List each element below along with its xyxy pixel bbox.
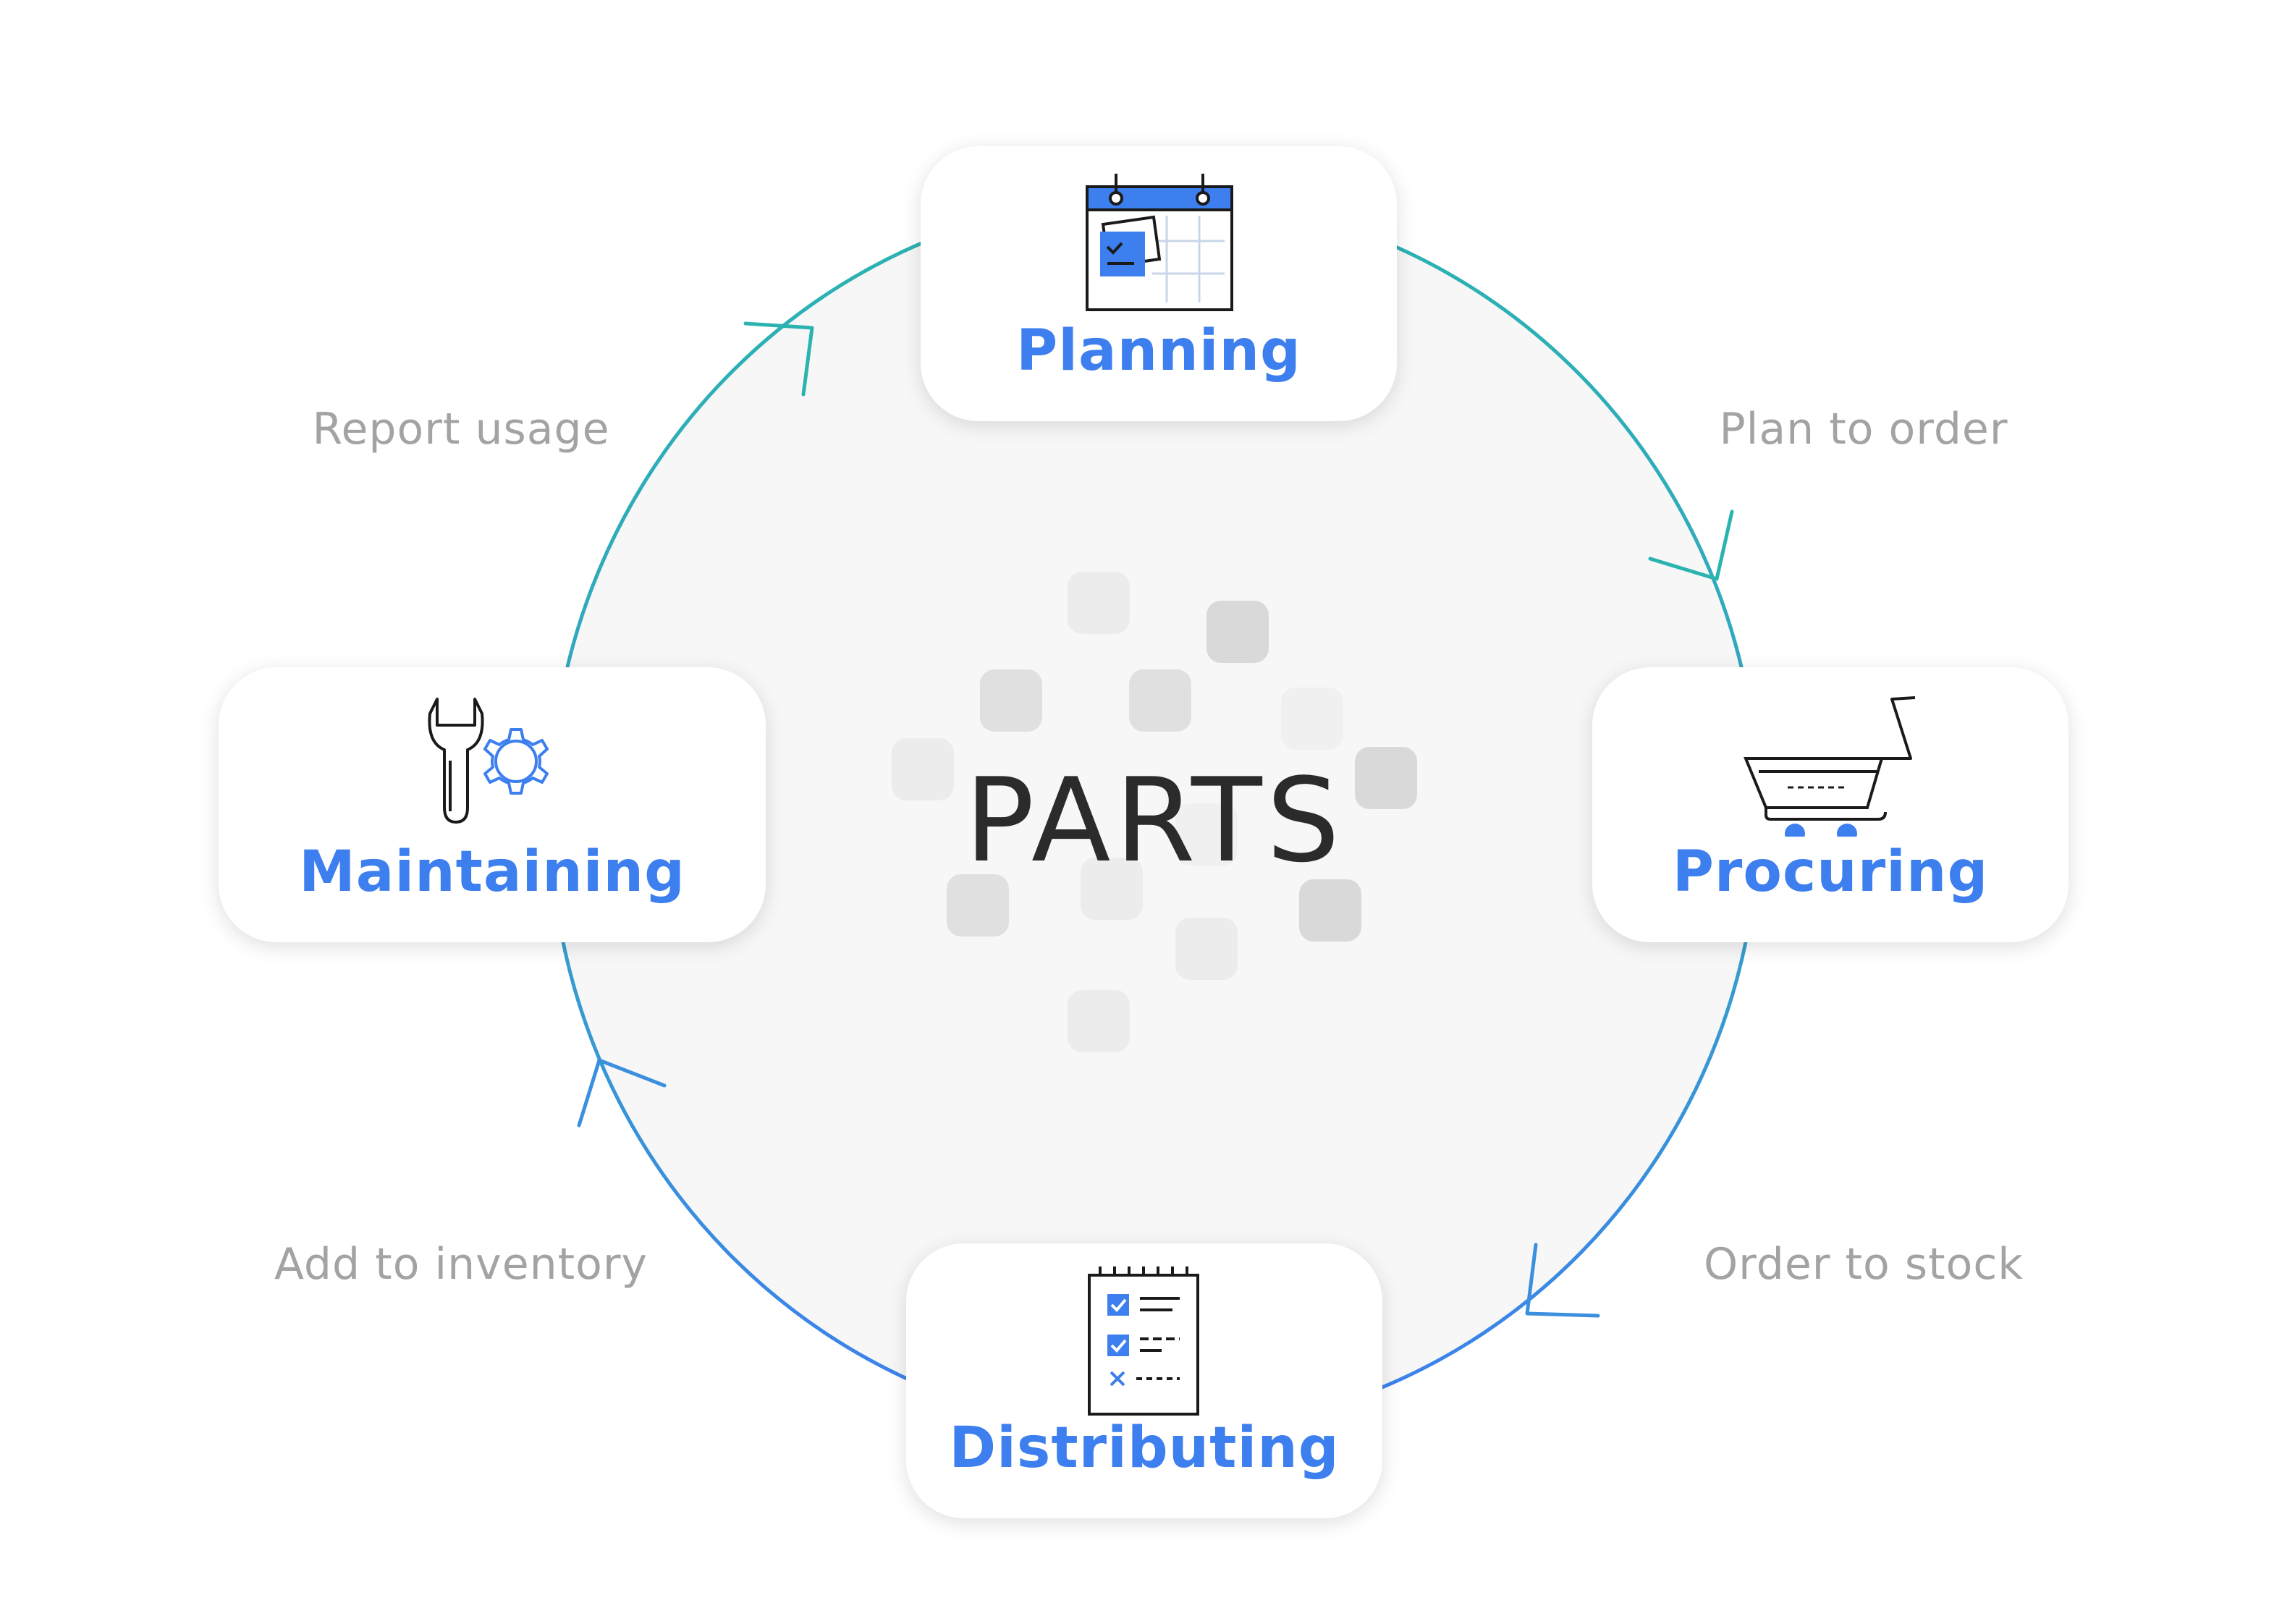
- part-square: [1299, 879, 1361, 942]
- transition-add-to-inventory: Add to inventory: [274, 1239, 648, 1290]
- part-square: [1281, 688, 1343, 750]
- calendar-icon: [1086, 174, 1233, 311]
- part-square: [1068, 572, 1130, 634]
- checklist-icon: [1088, 1266, 1199, 1416]
- transition-report-usage: Report usage: [312, 404, 610, 454]
- part-square: [1175, 918, 1238, 980]
- transition-plan-to-order: Plan to order: [1719, 404, 2008, 454]
- wrench-gear-icon: [428, 698, 549, 824]
- arrowhead-add-to-inventory: [577, 1058, 667, 1128]
- stage-label-distributing: Distributing: [949, 1416, 1340, 1481]
- part-square: [947, 874, 1009, 936]
- arrowhead-report-usage: [743, 321, 814, 397]
- part-square: [980, 669, 1042, 732]
- stage-card-maintaining[interactable]: Maintaining: [219, 667, 766, 942]
- part-square: [1355, 747, 1417, 809]
- stage-label-planning: Planning: [1016, 318, 1301, 384]
- part-square: [1206, 601, 1269, 663]
- stage-card-planning[interactable]: Planning: [921, 146, 1397, 421]
- parts-squares-decoration: [892, 572, 1417, 1052]
- arrowhead-order-to-stock: [1525, 1243, 1600, 1318]
- cycle-arrowheads: [577, 321, 1734, 1318]
- stage-card-procuring[interactable]: Procuring: [1592, 667, 2068, 942]
- transition-order-to-stock: Order to stock: [1703, 1239, 2024, 1290]
- stage-card-distributing[interactable]: Distributing: [906, 1243, 1382, 1518]
- part-square: [1129, 669, 1191, 732]
- part-square: [1068, 990, 1130, 1052]
- part-square: [1175, 803, 1238, 866]
- stage-label-maintaining: Maintaining: [299, 840, 685, 905]
- center-title: PARTS: [964, 753, 1345, 888]
- arrowhead-plan-to-order: [1648, 509, 1734, 581]
- part-square: [892, 738, 954, 800]
- part-square: [1081, 858, 1143, 920]
- shopping-cart-icon: [1744, 696, 1916, 837]
- stage-label-procuring: Procuring: [1672, 840, 1989, 905]
